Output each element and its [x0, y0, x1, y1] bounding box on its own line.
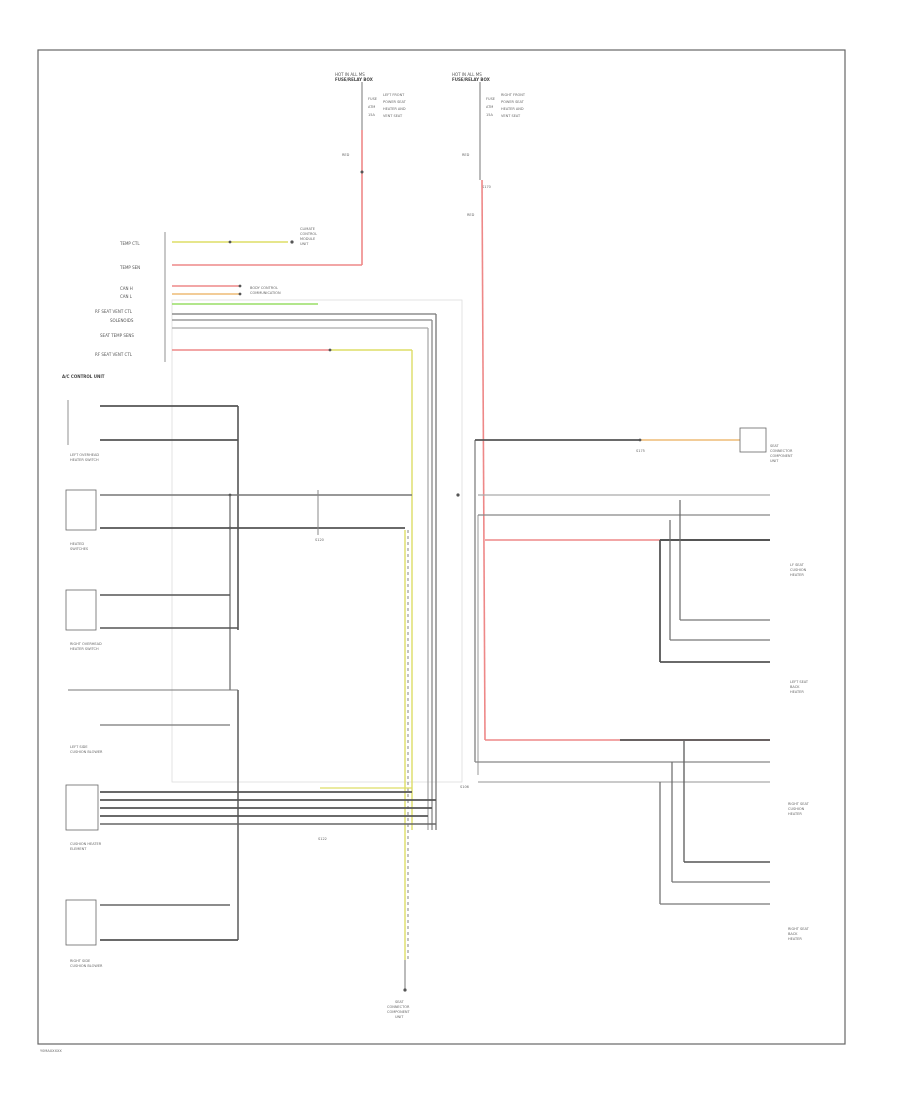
svg-text:15A: 15A: [486, 113, 493, 117]
svg-text:VENT SEAT: VENT SEAT: [501, 114, 521, 118]
svg-text:SEAT: SEAT: [770, 444, 780, 448]
svg-text:COMMUNICATION: COMMUNICATION: [250, 291, 281, 295]
svg-text:CUSHION: CUSHION: [790, 568, 807, 572]
svg-text:CUSHION BLOWER: CUSHION BLOWER: [70, 750, 103, 754]
fuse-left-header: HOT IN ALL MS: [335, 72, 365, 77]
fuse-block-left: HOT IN ALL MS FUSE/RELAY BOX FUSE ATM 15…: [335, 72, 407, 130]
control-unit: TEMP CTL TEMP SEN CAN H CAN L RF SEAT VE…: [62, 227, 436, 379]
svg-text:S122: S122: [318, 837, 327, 841]
control-unit-label: A/C CONTROL UNIT: [62, 374, 105, 379]
svg-text:S120: S120: [315, 538, 324, 542]
svg-text:RED: RED: [462, 153, 470, 157]
pin-label-5: SOLENOIDS: [110, 318, 134, 323]
svg-text:POWER SEAT: POWER SEAT: [501, 100, 525, 104]
svg-text:COMPONENT: COMPONENT: [387, 1010, 411, 1014]
svg-text:RIGHT SEAT: RIGHT SEAT: [788, 802, 810, 806]
svg-text:HEATER: HEATER: [788, 937, 802, 941]
svg-text:MODULE: MODULE: [300, 237, 315, 241]
svg-text:CONTROL: CONTROL: [300, 232, 317, 236]
svg-text:LEFT SIDE: LEFT SIDE: [70, 745, 88, 749]
svg-text:CONNECTOR: CONNECTOR: [770, 449, 793, 453]
svg-text:LEFT OVERHEAD: LEFT OVERHEAD: [70, 453, 99, 457]
right-side-blower: RIGHT SIDE CUSHION BLOWER: [65, 899, 238, 968]
svg-text:RIGHT FRONT: RIGHT FRONT: [501, 93, 526, 97]
inner-box: [171, 299, 463, 783]
power-feed-left: RED: [172, 130, 364, 266]
bottom-seat-connector: SEAT CONNECTOR COMPONENT UNIT: [387, 960, 411, 1019]
svg-text:CUSHION HEATER: CUSHION HEATER: [70, 842, 102, 846]
svg-text:HEATER SWITCH: HEATER SWITCH: [70, 458, 99, 462]
svg-text:ATM: ATM: [486, 105, 493, 109]
svg-text:UNIT: UNIT: [300, 242, 309, 246]
heated-switches: S120 HEATED SWITCHES: [65, 489, 412, 690]
svg-text:HEATER: HEATER: [790, 690, 804, 694]
svg-text:CLIMATE: CLIMATE: [300, 227, 315, 231]
svg-text:ELEMENT: ELEMENT: [70, 847, 87, 851]
footer-code: Y0MAXXXXX: [40, 1049, 62, 1053]
svg-text:LEFT FRONT: LEFT FRONT: [383, 93, 405, 97]
diagram-frame: [37, 49, 846, 1045]
svg-text:SEAT: SEAT: [395, 1000, 405, 1004]
svg-text:ATM: ATM: [368, 105, 375, 109]
svg-text:HEATER: HEATER: [790, 573, 804, 577]
pin-label-7: RF SEAT VENT CTL: [95, 352, 133, 357]
svg-text:SWITCHES: SWITCHES: [70, 547, 89, 551]
svg-text:HEATER AND: HEATER AND: [501, 107, 524, 111]
svg-text:LEFT SEAT: LEFT SEAT: [790, 680, 809, 684]
svg-text:RIGHT SIDE: RIGHT SIDE: [70, 959, 90, 963]
svg-text:HEATER: HEATER: [788, 812, 802, 816]
svg-text:CONNECTOR: CONNECTOR: [387, 1005, 410, 1009]
svg-text:15A: 15A: [368, 113, 375, 117]
fuse-block-right: HOT IN ALL MS FUSE/RELAY BOX FUSE ATM 15…: [452, 72, 526, 130]
svg-text:S170: S170: [482, 185, 491, 189]
svg-text:CUSHION: CUSHION: [788, 807, 805, 811]
svg-text:FUSE: FUSE: [486, 97, 495, 101]
pin-label-6: SEAT TEMP SENS: [100, 333, 134, 338]
pin-label-1: TEMP SEN: [119, 265, 140, 270]
svg-text:CUSHION BLOWER: CUSHION BLOWER: [70, 964, 103, 968]
left-overhead-switch: LEFT OVERHEAD HEATER SWITCH: [67, 400, 239, 630]
svg-text:BACK: BACK: [788, 932, 798, 936]
svg-text:BACK: BACK: [790, 685, 800, 689]
svg-text:COMPONENT: COMPONENT: [770, 454, 794, 458]
fuse-right-title: FUSE/RELAY BOX: [452, 77, 490, 82]
cushion-heater: S122 CUSHION HEATER ELEMENT: [65, 784, 436, 851]
svg-text:S106: S106: [460, 785, 469, 789]
svg-text:UNIT: UNIT: [770, 459, 779, 463]
svg-text:HEATED: HEATED: [70, 542, 84, 546]
signal-bus: [404, 314, 437, 960]
svg-text:UNIT: UNIT: [395, 1015, 404, 1019]
svg-text:HEATER AND: HEATER AND: [383, 107, 406, 111]
fuse-left-title: FUSE/RELAY BOX: [335, 77, 373, 82]
svg-text:RED: RED: [342, 153, 350, 157]
pin-label-0: TEMP CTL: [119, 241, 140, 246]
svg-text:S175: S175: [636, 449, 645, 453]
right-overhead-switch: RIGHT OVERHEAD HEATER SWITCH: [65, 589, 238, 651]
svg-text:RIGHT SEAT: RIGHT SEAT: [788, 927, 810, 931]
pin-label-3: CAN L: [120, 294, 133, 299]
pin-label-4: RF SEAT VENT CTL: [95, 309, 133, 314]
svg-text:RIGHT OVERHEAD: RIGHT OVERHEAD: [70, 642, 102, 646]
svg-text:BODY CONTROL: BODY CONTROL: [250, 286, 278, 290]
fuse-right-header: HOT IN ALL MS: [452, 72, 482, 77]
left-side-blower: LEFT SIDE CUSHION BLOWER: [68, 689, 239, 940]
power-feed-right: RED S170 RED: [462, 130, 491, 741]
svg-text:VENT SEAT: VENT SEAT: [383, 114, 403, 118]
svg-text:FUSE: FUSE: [368, 97, 377, 101]
right-seat-module: S106 S175 SEAT CONNECTOR COMPONENT UNIT …: [456, 427, 810, 941]
svg-text:RED: RED: [467, 213, 475, 217]
svg-text:LF SEAT: LF SEAT: [790, 563, 805, 567]
svg-text:POWER SEAT: POWER SEAT: [383, 100, 407, 104]
svg-text:HEATER SWITCH: HEATER SWITCH: [70, 647, 99, 651]
pin-label-2: CAN H: [120, 286, 133, 291]
